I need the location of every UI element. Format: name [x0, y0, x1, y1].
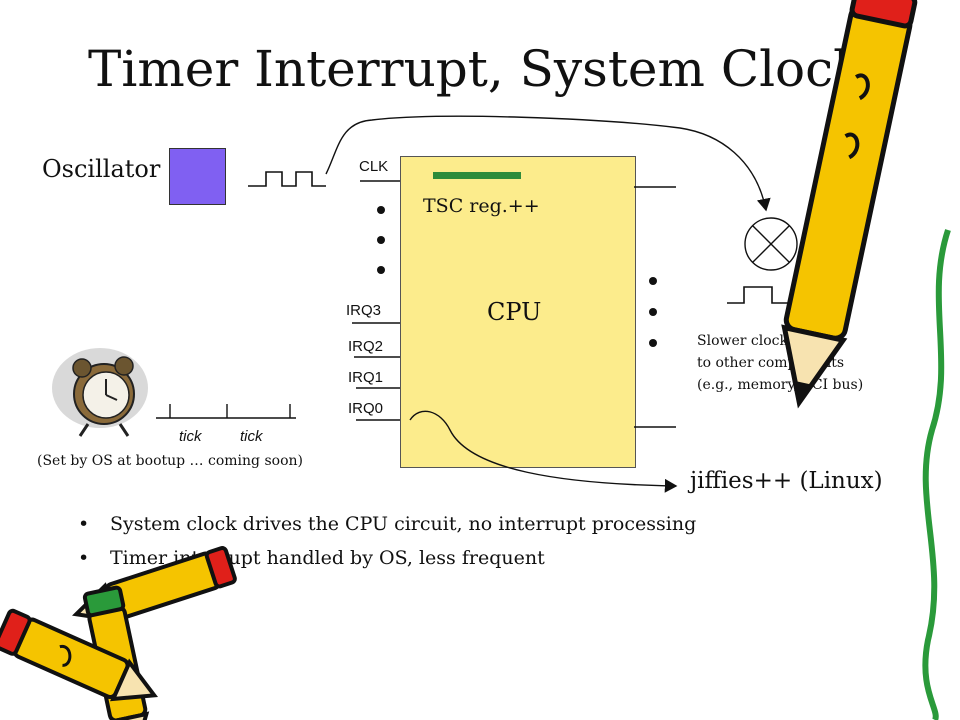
- irq2-label: IRQ2: [348, 338, 384, 355]
- slower-clocks-line: Slower clocks: [697, 333, 796, 349]
- slower-clock-waveform: [727, 286, 792, 304]
- tsc-label: TSC reg.++: [423, 195, 540, 217]
- bootup-note: (Set by OS at bootup … coming soon): [37, 453, 303, 469]
- oscillator-label: Oscillator: [42, 155, 161, 183]
- pencil-icon: [781, 0, 918, 409]
- tick-label: tick: [179, 428, 202, 445]
- slower-clocks-line: (e.g., memory, PCI bus): [697, 377, 864, 393]
- cpu-label: CPU: [487, 298, 542, 326]
- right-ellipsis-dots: [649, 277, 657, 347]
- multiplier-circle-icon: [744, 217, 798, 271]
- page-title: Timer Interrupt, System Clock: [88, 40, 864, 98]
- left-ellipsis-dots: [377, 206, 385, 274]
- clk-label: CLK: [359, 158, 389, 175]
- tsc-register-bar: [433, 172, 521, 179]
- irq-pin-lines: [352, 322, 400, 421]
- jiffies-label: jiffies++ (Linux): [690, 468, 883, 494]
- bullet-item: System clock drives the CPU circuit, no …: [78, 507, 696, 541]
- oscillator-waveform: [248, 171, 326, 187]
- clock-feed-curve: [325, 115, 771, 212]
- alarm-clock-icon: [52, 348, 148, 437]
- margin-scribble: [922, 229, 951, 720]
- irq1-label: IRQ1: [348, 369, 384, 386]
- irq0-jiffies-curve: [409, 410, 678, 493]
- irq0-label: IRQ0: [348, 400, 384, 417]
- pencil-icon: [0, 608, 159, 702]
- tick-timeline: [156, 404, 296, 419]
- tick-label: tick: [240, 428, 263, 445]
- irq3-label: IRQ3: [346, 302, 382, 319]
- oscillator-box: [169, 148, 226, 205]
